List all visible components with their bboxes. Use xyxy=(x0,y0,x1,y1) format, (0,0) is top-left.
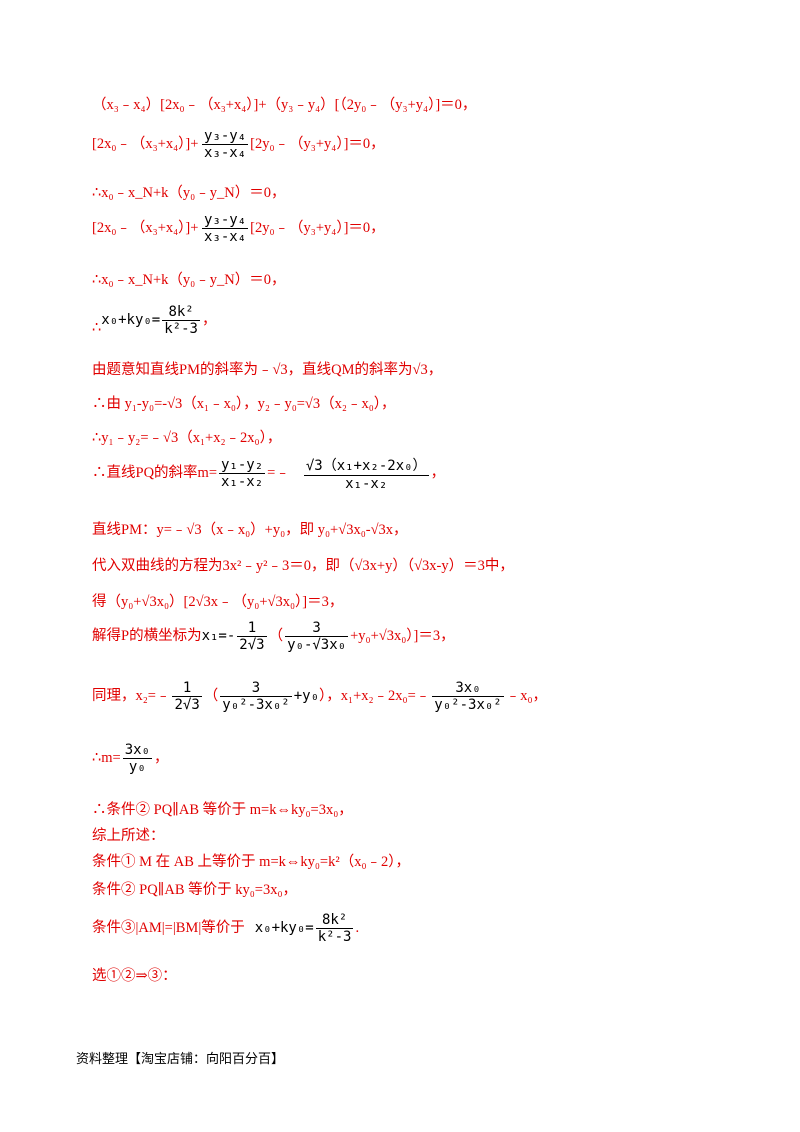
equation-line-8: ∴由 y₁-y₀=-√3（x₁﹣x₀），y₂﹣y₀=√3（x₂﹣x₀）， xyxy=(92,396,396,412)
equation-part: ），x₁+x₂﹣2x₀=﹣ xyxy=(319,687,431,704)
summary-heading: 综上所述： xyxy=(92,828,165,844)
equation-part: . xyxy=(355,919,360,936)
equation-line-7: 由题意知直线PM的斜率为﹣√3，直线QM的斜率为√3， xyxy=(92,362,443,378)
equation-part: [2y₀﹣（y₃+y₄）]＝0， xyxy=(250,135,385,152)
equation-part: x₁=- xyxy=(201,627,236,644)
equation-part: x₀+ky₀= xyxy=(254,919,314,936)
fraction-denominator: k²-3 xyxy=(164,321,198,337)
equation-line-12: 代入双曲线的方程为3x²﹣y²﹣3＝0，即（√3x+y）（√3x-y）＝3中， xyxy=(92,558,514,574)
equation-line-1: （x₃﹣x₄）[2x₀﹣（x₃+x₄）]+（y₃﹣y₄）[（2y₀﹣（y₃+y₄… xyxy=(92,97,477,113)
fraction-denominator: 2√3 xyxy=(174,697,200,713)
condition-1-line: 条件① M 在 AB 上等价于 m=k⇔ky₀=k²（x₀﹣2）， xyxy=(92,854,411,870)
equation-part: （ xyxy=(203,687,219,704)
fraction-denominator: x₃-x₄ xyxy=(204,229,247,245)
equation-part: 条件③|AM|=|BM|等价于 xyxy=(92,919,245,936)
fraction-denominator: x₁-x₂ xyxy=(345,476,388,492)
equation-line-11: 直线PM：y=﹣√3（x﹣x₀）+y₀，即 y₀+√3x₀-√3x， xyxy=(92,522,408,538)
fraction-denominator: y₀²-3x₀² xyxy=(434,697,502,713)
equation-part: ， xyxy=(201,311,217,328)
therefore-symbol: ∴ xyxy=(92,320,102,336)
fraction-numerator: 1 xyxy=(172,680,202,697)
equation-part: +y₀ xyxy=(293,687,320,704)
equation-part: ﹣x₀， xyxy=(505,687,548,704)
fraction-numerator: 3x₀ xyxy=(122,742,152,759)
equation-line-3: ∴x₀﹣x_N+k（y₀﹣y_N）＝0， xyxy=(92,185,286,201)
equation-part: [2y₀﹣（y₃+y₄）]＝0， xyxy=(250,219,385,236)
equation-part: （ xyxy=(268,627,284,644)
fraction-numerator: √3（x₁+x₂-2x₀） xyxy=(303,455,429,476)
equation-part: 解得P的横坐标为 xyxy=(92,627,202,644)
condition-2-line: 条件② PQ∥AB 等价于 ky₀=3x₀， xyxy=(92,882,298,898)
equation-line-17: ∴条件② PQ∥AB 等价于 m=k⇔ky₀=3x₀， xyxy=(92,802,353,818)
equation-part: ， xyxy=(430,464,446,481)
equation-part: =﹣ xyxy=(267,464,290,481)
fraction-numerator: 3x₀ xyxy=(432,680,504,697)
equation-line-9: ∴y₁﹣y₂=﹣√3（x₁+x₂﹣2x₀）， xyxy=(92,430,282,446)
conclusion-line: 选①②⇒③： xyxy=(92,968,177,984)
equation-part: [2x₀﹣（x₃+x₄）]+ xyxy=(92,219,199,236)
fraction-denominator: y₀-√3x₀ xyxy=(287,637,347,653)
equation-part: x₀+ky₀= xyxy=(101,311,161,328)
equation-line-13: 得（y₀+√3x₀）[2√3x﹣（y₀+√3x₀）]＝3， xyxy=(92,594,344,610)
equation-part: ， xyxy=(153,749,169,766)
fraction-numerator: 3 xyxy=(285,620,349,637)
fraction-denominator: y₀²-3x₀² xyxy=(222,697,290,713)
fraction-numerator: 8k² xyxy=(315,912,354,929)
fraction-numerator: y₃-y₄ xyxy=(202,128,249,145)
fraction-denominator: 2√3 xyxy=(239,637,265,653)
fraction-numerator: y₁-y₂ xyxy=(219,457,266,474)
fraction: √3（x₁+x₂-2x₀）x₁-x₂ xyxy=(303,455,429,492)
equation-part: 同理，x₂=﹣ xyxy=(92,687,171,704)
fraction-denominator: k²-3 xyxy=(317,929,352,945)
equation-part: ∴m= xyxy=(92,749,121,766)
equation-line-5: ∴x₀﹣x_N+k（y₀﹣y_N）＝0， xyxy=(92,272,286,288)
fraction-denominator: y₀ xyxy=(128,759,146,775)
footer-text: 资料整理【淘宝店铺：向阳百分百】 xyxy=(76,1052,285,1067)
equation-part: [2x₀﹣（x₃+x₄）]+ xyxy=(92,135,199,152)
fraction-numerator: y₃-y₄ xyxy=(202,212,249,229)
fraction-numerator: 3 xyxy=(220,680,292,697)
equation-part: ∴直线PQ的斜率m= xyxy=(92,464,217,481)
fraction-numerator: 8k² xyxy=(162,304,200,321)
fraction-denominator: x₁-x₂ xyxy=(221,474,264,490)
fraction-denominator: x₃-x₄ xyxy=(204,145,247,161)
fraction-numerator: 1 xyxy=(237,620,267,637)
equation-part: +y₀+√3x₀）]＝3， xyxy=(350,627,455,644)
